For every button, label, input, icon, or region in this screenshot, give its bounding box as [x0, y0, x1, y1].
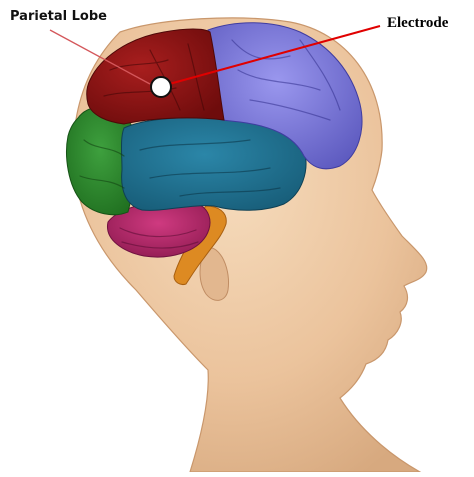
parietal-lobe-label: Parietal Lobe	[10, 9, 107, 24]
electrode-label: Electrode	[387, 15, 448, 32]
electrode-marker	[151, 77, 171, 97]
